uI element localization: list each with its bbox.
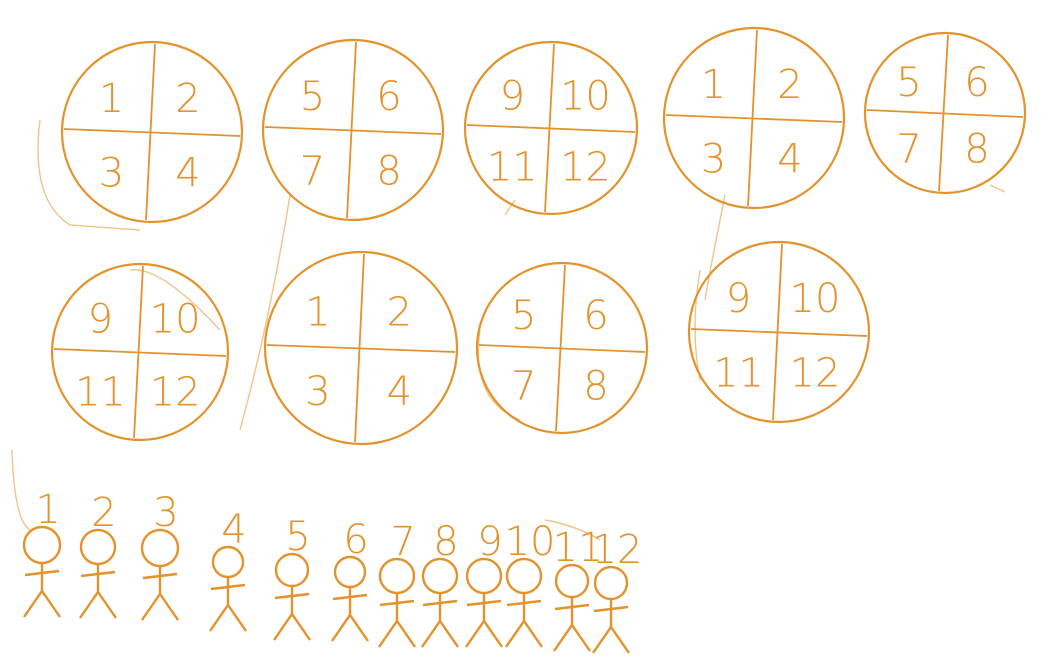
figure-legs (24, 591, 60, 617)
figure-legs (80, 592, 116, 618)
circle-diagram-8: 5 6 7 8 (477, 263, 647, 433)
circle-diagram-6: 9 10 11 12 (52, 264, 228, 440)
quadrant-number: 9 (88, 297, 113, 343)
quadrant-number: 10 (150, 297, 201, 343)
quadrant-number: 8 (583, 364, 608, 410)
circle-diagram-2: 5 6 7 8 (263, 40, 443, 220)
horizontal-divider (64, 129, 240, 136)
quadrant-number: 2 (777, 62, 802, 108)
horizontal-divider (467, 125, 635, 132)
figure-number: 9 (477, 519, 502, 565)
stick-figure-10: 10 (505, 519, 556, 647)
figure-number: 12 (592, 527, 643, 573)
guide-stroke-1 (38, 120, 140, 230)
quadrant-number: 3 (701, 137, 726, 183)
quadrant-number: 10 (560, 73, 611, 119)
circle-diagram-7: 1 2 3 4 (265, 252, 457, 444)
horizontal-divider (867, 110, 1023, 117)
stick-figure-2: 2 (80, 490, 117, 618)
quadrant-number: 7 (300, 149, 325, 195)
quadrant-number: 1 (701, 62, 726, 108)
circle-diagram-9: 9 10 11 12 (689, 242, 869, 422)
figure-number: 8 (433, 519, 458, 565)
quadrant-number: 12 (150, 370, 201, 416)
figure-legs (142, 594, 178, 620)
figure-legs (274, 614, 310, 640)
figure-legs (379, 621, 415, 647)
figure-number: 2 (91, 490, 116, 536)
horizontal-divider (666, 115, 842, 122)
quadrant-number: 4 (777, 137, 802, 183)
horizontal-divider (479, 345, 645, 352)
quadrant-number: 3 (99, 151, 124, 197)
horizontal-divider (691, 329, 867, 336)
stick-figure-9: 9 (466, 519, 503, 647)
stick-figure-3: 3 (142, 490, 179, 620)
figure-legs (466, 621, 502, 647)
stick-figure-12: 12 (592, 527, 643, 653)
stick-figure-8: 8 (422, 519, 459, 647)
figure-number: 1 (35, 487, 60, 533)
quadrant-number: 11 (75, 370, 126, 416)
quadrant-number: 8 (376, 149, 401, 195)
quadrant-number: 4 (387, 369, 412, 415)
stick-figure-7: 7 (379, 519, 416, 647)
figure-legs (422, 621, 458, 647)
guide-stroke-2 (240, 195, 290, 430)
figure-number: 3 (153, 490, 178, 536)
horizontal-divider (54, 349, 226, 356)
figure-legs (554, 625, 590, 651)
quadrant-number: 11 (487, 145, 538, 191)
quadrant-number: 3 (305, 369, 330, 415)
horizontal-divider (267, 345, 455, 352)
quadrant-number: 7 (511, 364, 536, 410)
quadrant-number: 8 (964, 126, 989, 172)
quadrant-number: 10 (790, 276, 841, 322)
figure-legs (332, 615, 368, 641)
quadrant-number: 12 (790, 351, 841, 397)
quadrant-number: 5 (300, 74, 325, 120)
figure-number: 5 (285, 514, 310, 560)
figure-legs (593, 627, 629, 653)
circle-diagrams: 1234567891011121234567891011121234567891… (52, 28, 1025, 444)
quadrant-number: 6 (964, 60, 989, 106)
guide-stroke-9 (12, 450, 30, 530)
guide-stroke-5 (990, 185, 1005, 192)
quadrant-number: 7 (896, 126, 921, 172)
stick-figures-row: 123456789101112 (24, 487, 642, 653)
quadrant-number: 4 (175, 151, 200, 197)
quadrant-number: 1 (99, 76, 124, 122)
quadrant-number: 6 (583, 293, 608, 339)
quadrant-number: 5 (896, 60, 921, 106)
quadrant-number: 11 (713, 351, 764, 397)
figure-number: 4 (221, 507, 246, 553)
circle-diagram-4: 1 2 3 4 (664, 28, 844, 208)
quadrant-number: 6 (376, 74, 401, 120)
figure-legs (506, 621, 542, 647)
circle-diagram-3: 9 10 11 12 (465, 42, 637, 214)
stick-figure-6: 6 (332, 517, 369, 641)
stick-figure-1: 1 (24, 487, 61, 617)
quadrant-number: 2 (387, 290, 412, 336)
stick-figure-5: 5 (274, 514, 311, 640)
quadrant-number: 9 (500, 73, 525, 119)
quadrant-number: 12 (560, 145, 611, 191)
figure-number: 7 (390, 519, 415, 565)
quadrant-number: 2 (175, 76, 200, 122)
quadrant-number: 9 (726, 276, 751, 322)
figure-number: 10 (505, 519, 556, 565)
quadrant-number: 1 (305, 290, 330, 336)
guide-stroke-4 (705, 195, 725, 300)
horizontal-divider (265, 127, 441, 134)
figure-legs (210, 605, 246, 631)
figure-number: 6 (343, 517, 368, 563)
quadrant-number: 5 (511, 293, 536, 339)
stick-figure-4: 4 (210, 507, 247, 631)
circle-diagram-1: 1 2 3 4 (62, 42, 242, 222)
